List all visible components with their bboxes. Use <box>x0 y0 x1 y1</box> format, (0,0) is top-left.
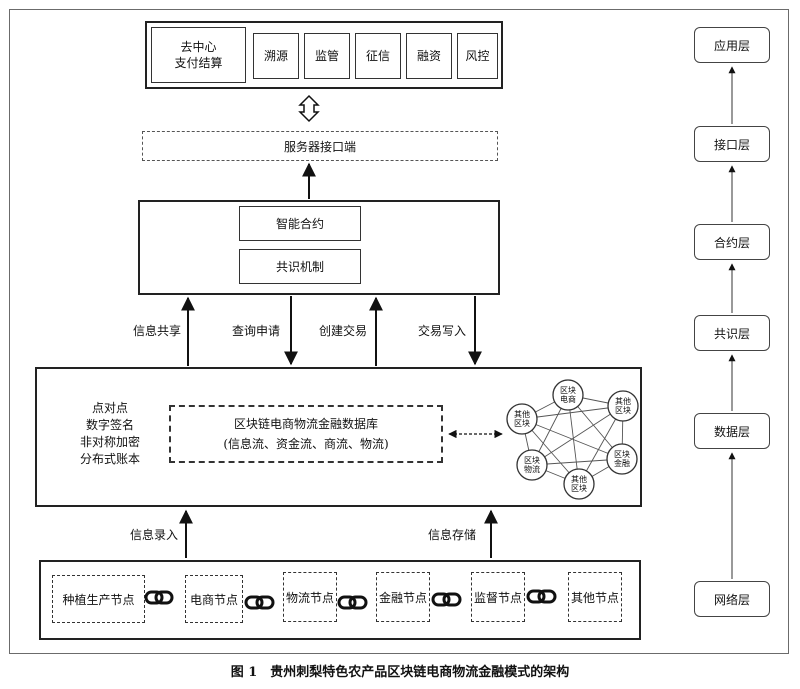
service-credit: 征信 <box>355 33 401 79</box>
feature-ledger: 分布式账本 <box>79 452 140 466</box>
service-supervision: 监管 <box>304 33 350 79</box>
node-finance: 金融节点 <box>376 572 430 622</box>
label-create-trade: 创建交易 <box>319 324 368 338</box>
node-supervision: 监督节点 <box>471 572 525 622</box>
feature-p2p: 点对点 <box>91 401 128 415</box>
smart-contract-label: 智能合约 <box>275 216 324 231</box>
label-trade-write: 交易写入 <box>418 324 467 338</box>
tech-features-text: 点对点 数字签名 非对称加密 分布式账本 <box>75 400 145 468</box>
smart-contract-box: 智能合约 <box>239 206 361 241</box>
layer-consensus-label: 共识层 <box>713 326 750 341</box>
label-query-apply: 查询申请 <box>232 324 281 338</box>
blockchain-database-box <box>35 367 642 507</box>
layer-contract: 合约层 <box>694 224 770 260</box>
database-subtitle: (信息流、资金流、商流、物流) <box>223 437 389 451</box>
net-node-other-c: 其他 区块 <box>571 475 587 493</box>
layer-application: 应用层 <box>694 27 770 63</box>
node-other-label: 其他节点 <box>570 590 619 605</box>
service-risk-control: 风控 <box>457 33 498 79</box>
feature-signature: 数字签名 <box>85 418 134 432</box>
net-node-finance: 区块 金融 <box>614 450 630 468</box>
server-interface-box: 服务器接口端 <box>142 131 498 161</box>
feature-encryption: 非对称加密 <box>79 435 140 449</box>
application-services-box <box>145 21 503 89</box>
contract-consensus-box <box>138 200 500 295</box>
chain-link-icon <box>526 589 557 604</box>
layer-data: 数据层 <box>694 413 770 449</box>
net-node-other-b: 其他 区块 <box>615 397 631 415</box>
net-node-ecommerce: 区块 电商 <box>560 386 576 404</box>
node-planting: 种植生产节点 <box>52 575 145 623</box>
network-nodes <box>506 379 639 500</box>
service-payment-settlement: 去中心 支付结算 <box>151 27 246 83</box>
node-other: 其他节点 <box>568 572 622 622</box>
chain-link-icon <box>431 592 462 607</box>
service-supervision-label: 监管 <box>314 49 339 63</box>
consensus-mechanism-box: 共识机制 <box>239 249 361 284</box>
label-info-share: 信息共享 <box>133 324 182 338</box>
chain-link-icon <box>144 590 174 605</box>
node-finance-label: 金融节点 <box>378 590 427 605</box>
service-financing-label: 融资 <box>416 49 441 63</box>
layer-network-label: 网络层 <box>713 592 750 607</box>
layer-contract-label: 合约层 <box>713 235 750 250</box>
layer-network: 网络层 <box>694 581 770 617</box>
figure-frame <box>9 9 789 654</box>
chain-link-icon <box>244 595 275 610</box>
database-title: 区块链电商物流金融数据库 <box>233 417 378 431</box>
chain-link-icon <box>337 595 368 610</box>
label-info-entry: 信息录入 <box>130 528 179 542</box>
layer-interface: 接口层 <box>694 126 770 162</box>
network-nodes-box <box>39 560 641 640</box>
figure-caption: 图 1 贵州刺梨特色农产品区块链电商物流金融模式的架构 <box>230 665 570 680</box>
node-ecommerce-label: 电商节点 <box>189 592 238 607</box>
node-logistics: 物流节点 <box>283 572 337 622</box>
consensus-mechanism-label: 共识机制 <box>275 259 324 274</box>
node-ecommerce: 电商节点 <box>185 575 243 623</box>
service-traceability-label: 溯源 <box>263 49 288 63</box>
database-dashed-box: 区块链电商物流金融数据库 (信息流、资金流、商流、物流) <box>169 405 443 463</box>
service-credit-label: 征信 <box>365 49 390 63</box>
net-node-logistics: 区块 物流 <box>524 456 540 474</box>
service-traceability: 溯源 <box>253 33 299 79</box>
layer-consensus: 共识层 <box>694 315 770 351</box>
node-logistics-label: 物流节点 <box>285 590 334 605</box>
bidirectional-hollow-arrow <box>298 94 320 123</box>
service-financing: 融资 <box>406 33 452 79</box>
service-risk-label: 风控 <box>465 49 490 63</box>
layer-data-label: 数据层 <box>713 424 750 439</box>
net-node-other-a: 其他 区块 <box>514 410 530 428</box>
layer-interface-label: 接口层 <box>713 137 750 152</box>
layer-application-label: 应用层 <box>713 38 750 53</box>
node-supervision-label: 监督节点 <box>473 590 522 605</box>
label-info-store: 信息存储 <box>428 528 477 542</box>
server-interface-label: 服务器接口端 <box>283 139 356 154</box>
node-planting-label: 种植生产节点 <box>62 592 135 607</box>
service-payment-label: 去中心 支付结算 <box>174 40 223 70</box>
